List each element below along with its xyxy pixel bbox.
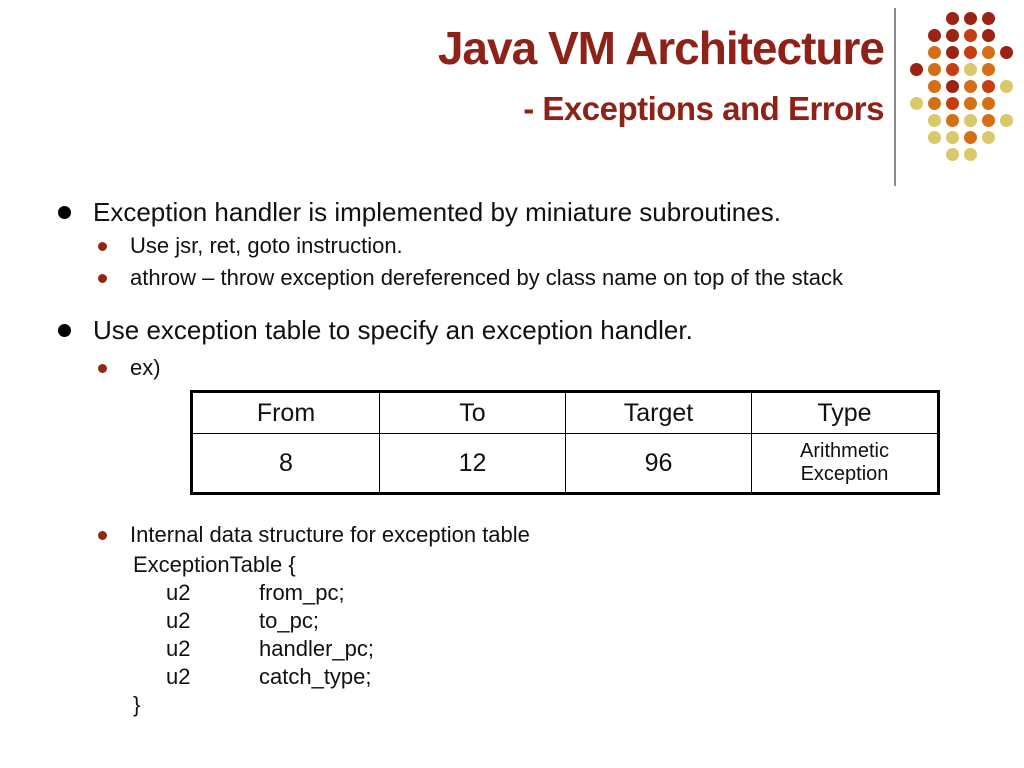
table-header-cell: From bbox=[256, 398, 316, 427]
code-line: u2 to_pc; bbox=[133, 607, 996, 635]
bullet-item: Use exception table to specify an except… bbox=[58, 314, 996, 346]
pattern-dot bbox=[1000, 46, 1013, 59]
slide-title: Java VM Architecture bbox=[437, 22, 885, 74]
pattern-dot bbox=[964, 12, 977, 25]
pattern-dot bbox=[946, 80, 959, 93]
code-field-name: to_pc; bbox=[259, 608, 319, 633]
bullet-icon bbox=[58, 324, 71, 337]
slide-subtitle: - Exceptions and Errors bbox=[523, 89, 884, 127]
sub-bullet-icon bbox=[98, 364, 107, 373]
pattern-dot bbox=[1000, 80, 1013, 93]
table-header-row: From To Target Type bbox=[193, 393, 937, 434]
pattern-dot bbox=[946, 114, 959, 127]
pattern-dot bbox=[982, 46, 995, 59]
table-header-cell: Target bbox=[565, 393, 751, 433]
code-field-type: u2 bbox=[166, 664, 191, 689]
pattern-dot bbox=[982, 114, 995, 127]
code-field-name: handler_pc; bbox=[259, 636, 374, 661]
table-header-cell: Type bbox=[751, 393, 937, 433]
pattern-dot bbox=[928, 29, 941, 42]
pattern-dot bbox=[964, 131, 977, 144]
pattern-dot bbox=[910, 63, 923, 76]
sub-bullet-text: ex) bbox=[130, 355, 161, 380]
bullet-icon bbox=[58, 206, 71, 219]
code-line: u2 catch_type; bbox=[133, 663, 996, 691]
title-block: Java VM Architecture - Exceptions and Er… bbox=[437, 22, 885, 128]
pattern-dot bbox=[964, 63, 977, 76]
bullet-item: Exception handler is implemented by mini… bbox=[58, 196, 996, 228]
pattern-dot bbox=[928, 46, 941, 59]
pattern-dot bbox=[964, 97, 977, 110]
pattern-dot bbox=[946, 148, 959, 161]
pattern-dot bbox=[982, 29, 995, 42]
code-line: } bbox=[133, 692, 141, 717]
code-field-name: from_pc; bbox=[259, 580, 345, 605]
pattern-dot bbox=[928, 131, 941, 144]
pattern-dot bbox=[946, 29, 959, 42]
pattern-dot bbox=[982, 97, 995, 110]
title-divider-line bbox=[894, 8, 896, 186]
pattern-dot bbox=[964, 114, 977, 127]
code-field-type: u2 bbox=[166, 608, 191, 633]
pattern-dot bbox=[1000, 114, 1013, 127]
sub-bullet-item: ex) bbox=[98, 354, 996, 382]
sub-bullet-text: athrow – throw exception dereferenced by… bbox=[130, 265, 843, 290]
sub-bullet-item: athrow – throw exception dereferenced by… bbox=[98, 264, 996, 292]
pattern-dot bbox=[928, 114, 941, 127]
pattern-dot bbox=[946, 97, 959, 110]
code-field-type: u2 bbox=[166, 580, 191, 605]
pattern-dot bbox=[946, 46, 959, 59]
title-area: Java VM Architecture - Exceptions and Er… bbox=[0, 0, 1024, 186]
code-block: ExceptionTable { u2 from_pc; u2 to_pc; u2 h… bbox=[133, 551, 996, 719]
pattern-dot bbox=[946, 63, 959, 76]
sub-bullet-text: Internal data structure for exception ta… bbox=[130, 522, 530, 547]
pattern-dot bbox=[964, 80, 977, 93]
bullet-text: Use exception table to specify an except… bbox=[93, 315, 693, 345]
code-field-type: u2 bbox=[166, 636, 191, 661]
pattern-dot bbox=[946, 12, 959, 25]
sub-bullet-item: Internal data structure for exception ta… bbox=[98, 521, 996, 549]
decorative-dot-pattern bbox=[908, 10, 1016, 163]
pattern-dot bbox=[928, 97, 941, 110]
sub-bullet-text: Use jsr, ret, goto instruction. bbox=[130, 233, 403, 258]
pattern-dot bbox=[982, 80, 995, 93]
table-cell: Arithmetic Exception bbox=[751, 434, 937, 492]
sub-bullet-icon bbox=[98, 531, 107, 540]
pattern-dot bbox=[982, 63, 995, 76]
pattern-dot bbox=[982, 12, 995, 25]
table-row: 8 12 96 Arithmetic Exception bbox=[193, 434, 937, 492]
table-cell: 8 bbox=[279, 448, 293, 477]
code-line: u2 handler_pc; bbox=[133, 635, 996, 663]
exception-table: From To Target Type 8 12 96 Arithmetic E… bbox=[190, 390, 940, 495]
slide-body: Exception handler is implemented by mini… bbox=[58, 188, 996, 719]
sub-bullet-item: Use jsr, ret, goto instruction. bbox=[98, 232, 996, 260]
pattern-dot bbox=[928, 80, 941, 93]
code-line: ExceptionTable { bbox=[133, 552, 296, 577]
pattern-dot bbox=[982, 131, 995, 144]
pattern-dot bbox=[964, 46, 977, 59]
sub-bullet-icon bbox=[98, 242, 107, 251]
pattern-dot bbox=[910, 97, 923, 110]
table-header-cell: To bbox=[379, 393, 565, 433]
table-cell: 96 bbox=[565, 434, 751, 492]
bullet-text: Exception handler is implemented by mini… bbox=[93, 197, 781, 227]
pattern-dot bbox=[964, 148, 977, 161]
code-line: u2 from_pc; bbox=[133, 579, 996, 607]
pattern-dot bbox=[946, 131, 959, 144]
pattern-dot bbox=[964, 29, 977, 42]
code-field-name: catch_type; bbox=[259, 664, 372, 689]
table-cell: 12 bbox=[379, 434, 565, 492]
pattern-dot bbox=[928, 63, 941, 76]
sub-bullet-icon bbox=[98, 274, 107, 283]
